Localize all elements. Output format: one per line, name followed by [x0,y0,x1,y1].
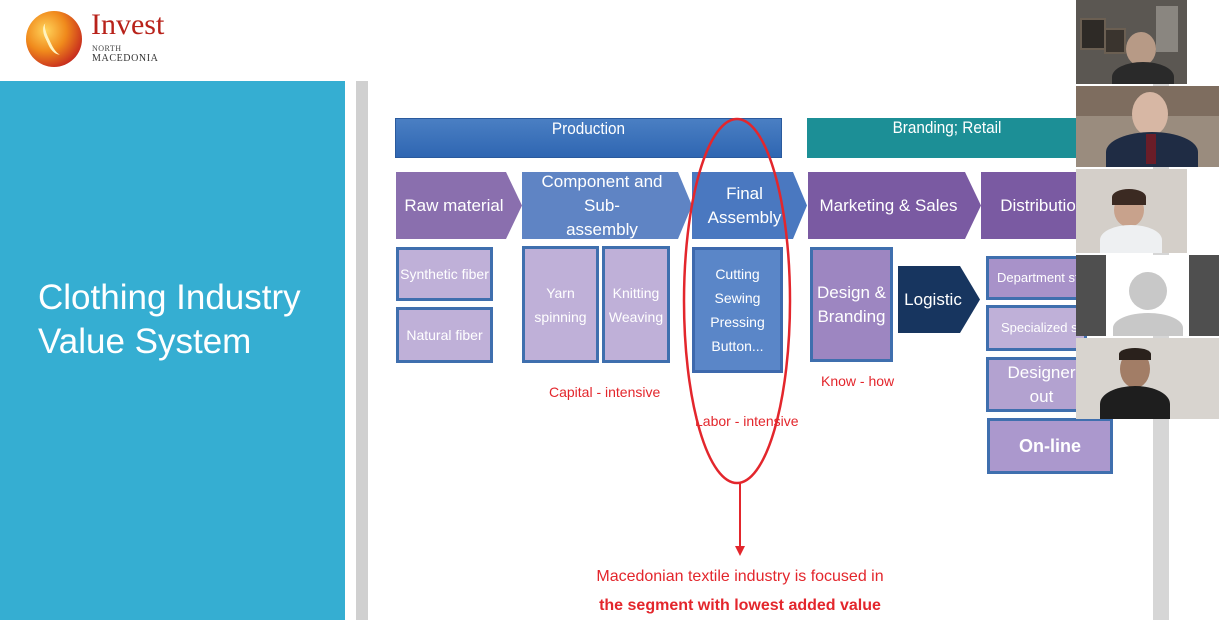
note-line-1: Macedonian textile industry is focused i… [596,568,884,585]
slide-title-line-2: Value System [38,322,252,361]
box-specialized-store: Specialized st [986,305,1087,351]
box-yarn-spinning: Yarn spinning [522,246,599,363]
box-department-label: Department st [997,270,1079,285]
participant-1-body [1112,62,1174,84]
stage-distribution: Distributio [981,172,1087,239]
box-natural-fiber-label: Natural fiber [406,327,483,343]
highlight-ellipse [682,117,792,485]
box-knit-line-2: Weaving [608,308,664,325]
stage-raw-material-label: Raw material [404,195,504,215]
design-line-2: Branding [817,306,886,326]
branding-label: Branding; Retail [892,118,1002,137]
stage-raw-material: Raw material [396,172,522,239]
logistic-label: Logistic [904,289,962,309]
participant-1-head [1126,32,1156,66]
participant-tile-4[interactable] [1076,255,1219,336]
stage-marketing-label: Marketing & Sales [819,195,958,215]
branding-retail-header: Branding; Retail [807,118,1087,158]
box-natural-fiber: Natural fiber [396,307,493,363]
participant-tile-5[interactable] [1076,338,1219,419]
box-online: On-line [987,418,1113,474]
production-header: Production [395,118,782,158]
box-designer-outlet: Designer out [986,357,1087,412]
production-label: Production [551,119,626,138]
stage-final-line-2: Assembly [707,207,782,227]
label-know-how: Know - how [821,373,895,389]
box-final-assembly-tasks: Cutting Sewing Pressing Button... [692,247,783,373]
participant-tile-1[interactable] [1076,0,1187,84]
stage-component-line-2: assembly [566,219,638,239]
task-button: Button... [711,338,764,354]
slide-title-line-1: Clothing Industry [38,278,301,317]
box-design-branding: Design & Branding [810,247,893,362]
box-knitting-weaving: Knitting Weaving [602,246,670,363]
avatar-placeholder-body [1113,313,1183,336]
box-yarn-line-1: Yarn [546,284,575,301]
box-synthetic-fiber: Synthetic fiber [396,247,493,301]
task-sewing: Sewing [714,290,761,306]
label-labor-intensive: Labor - intensive [695,413,799,429]
participant-tile-3[interactable] [1076,169,1187,253]
task-pressing: Pressing [710,314,765,330]
box-yarn-line-2: spinning [534,308,587,325]
slide-title: Clothing Industry Value System [38,276,301,364]
logo-subtitle-macedonia: MACEDONIA [92,53,159,64]
participant-5-body [1100,386,1170,419]
stage-final-line-1: Final [726,183,763,203]
participant-tile-2[interactable] [1076,86,1219,167]
invest-logo-icon [26,11,82,67]
stage-final-assembly: Final Assembly [692,172,807,239]
note-line-2: the segment with lowest added value [599,597,881,614]
box-specialized-label: Specialized st [1001,320,1082,335]
box-synthetic-fiber-label: Synthetic fiber [400,266,489,282]
logo-subtitle-north: NORTH [92,44,122,53]
logo-title: Invest [91,8,165,41]
box-designer-label: Designer out [1007,362,1076,406]
avatar-placeholder-icon [1129,272,1167,310]
slide-divider [356,81,368,620]
stage-distribution-label: Distributio [1000,195,1076,215]
participant-2-head [1132,92,1168,136]
box-online-label: On-line [1019,436,1081,456]
stage-component-line-1: Component and Sub- [541,171,663,215]
title-panel [0,81,345,620]
stage-marketing-sales: Marketing & Sales [808,172,981,239]
stage-component: Component and Sub- assembly [522,172,692,239]
task-cutting: Cutting [715,266,760,282]
participant-3-body [1100,225,1162,253]
highlight-arrow-head [735,546,745,556]
label-capital-intensive: Capital - intensive [549,384,661,400]
box-knit-line-1: Knitting [612,284,660,301]
design-line-1: Design & [817,282,886,302]
logistic-arrow: Logistic [898,266,980,333]
